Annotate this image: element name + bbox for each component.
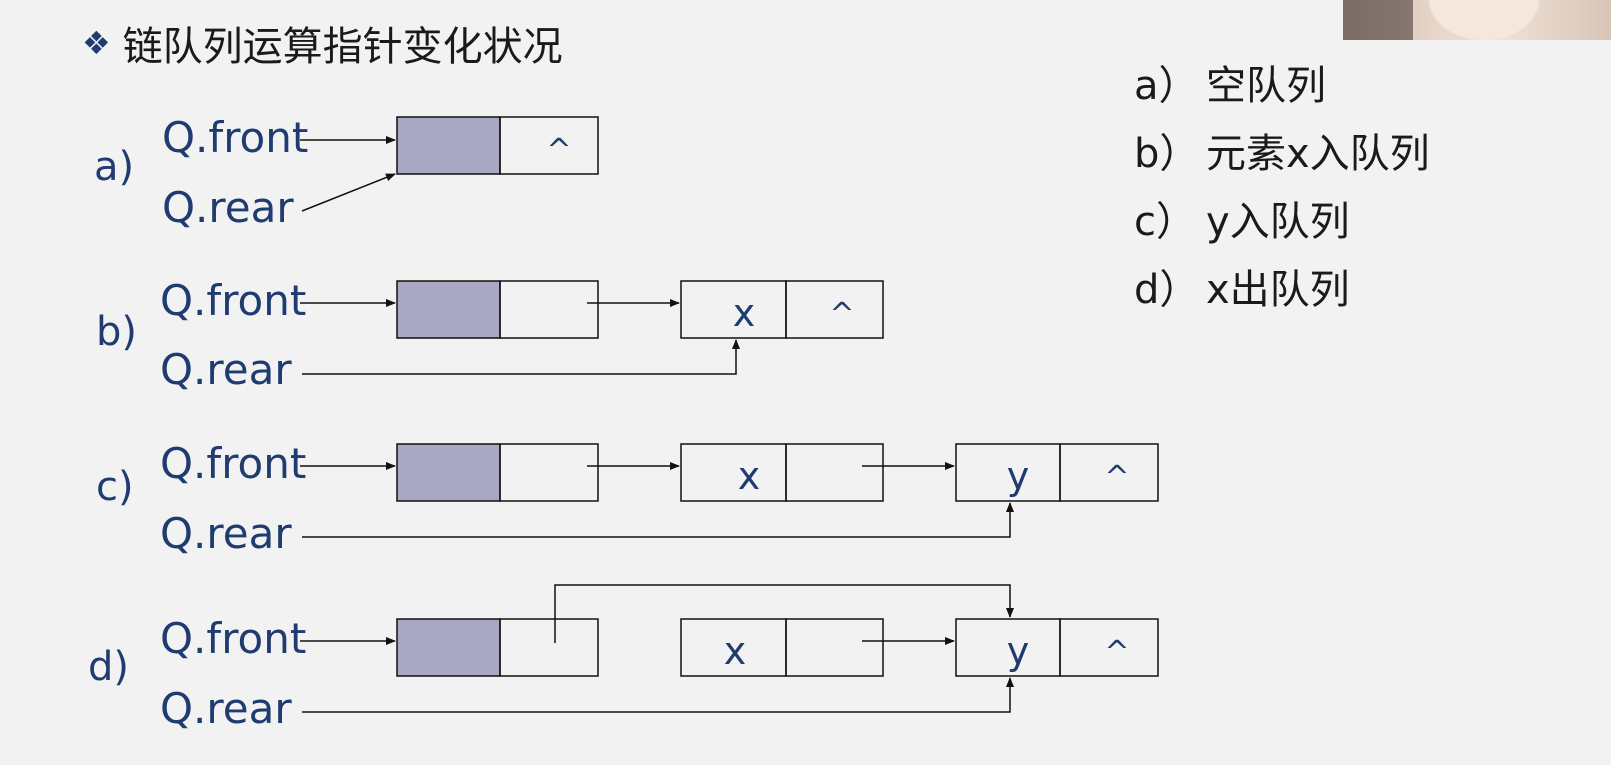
diagram-label-c: c) [96, 464, 134, 510]
head-node-next [499, 116, 599, 175]
node-x-data [680, 443, 787, 502]
diagram-label-b: b) [96, 309, 137, 355]
webcam-overlay [1343, 0, 1611, 40]
node-x-next [785, 618, 884, 677]
null-symbol: ^ [829, 297, 854, 332]
title-text: 链队列运算指针变化状况 [122, 24, 563, 70]
legend-item: a）空队列 [1134, 63, 1326, 109]
head-node-data [396, 443, 501, 502]
diamond-bullet-icon: ❖ [82, 24, 111, 62]
rear-arrow [301, 173, 396, 212]
head-node-next [499, 443, 599, 502]
head-node-data [396, 618, 501, 677]
head-node-data [396, 116, 501, 175]
head-next-bypass-arrow [554, 584, 1014, 643]
diagram-label-d: d) [88, 644, 129, 690]
node-value: x [738, 454, 761, 498]
legend: a）空队列 b）元素x入队列 c）y入队列 d）x出队列 [1134, 52, 1430, 324]
legend-item: b）元素x入队列 [1134, 131, 1430, 177]
front-pointer-label: Q.front [160, 276, 306, 325]
head-node-data [396, 280, 501, 339]
node-value: x [733, 291, 756, 335]
head-node-next [499, 280, 599, 339]
rear-pointer-label: Q.rear [162, 183, 294, 232]
node-x-next [785, 280, 884, 339]
rear-arrow [302, 502, 1014, 538]
node-y-next [1059, 618, 1159, 677]
node-value: y [1007, 629, 1030, 673]
node-x-next [785, 443, 884, 502]
rear-pointer-label: Q.rear [160, 345, 292, 394]
front-pointer-label: Q.front [160, 614, 306, 663]
front-pointer-label: Q.front [160, 439, 306, 488]
null-symbol: ^ [546, 133, 571, 168]
legend-item: c）y入队列 [1134, 199, 1350, 245]
node-y-next [1059, 443, 1159, 502]
rear-arrow [302, 677, 1014, 713]
rear-pointer-label: Q.rear [160, 684, 292, 733]
front-pointer-label: Q.front [162, 113, 308, 162]
legend-item: d）x出队列 [1134, 267, 1350, 313]
rear-arrow [302, 339, 740, 375]
slide-title: ❖ 链队列运算指针变化状况 [82, 14, 563, 72]
null-symbol: ^ [1104, 460, 1129, 495]
null-symbol: ^ [1104, 635, 1129, 670]
head-node-next [499, 618, 599, 677]
rear-pointer-label: Q.rear [160, 509, 292, 558]
diagram-label-a: a) [94, 144, 134, 190]
node-value: y [1007, 454, 1030, 498]
node-value: x [724, 629, 747, 673]
